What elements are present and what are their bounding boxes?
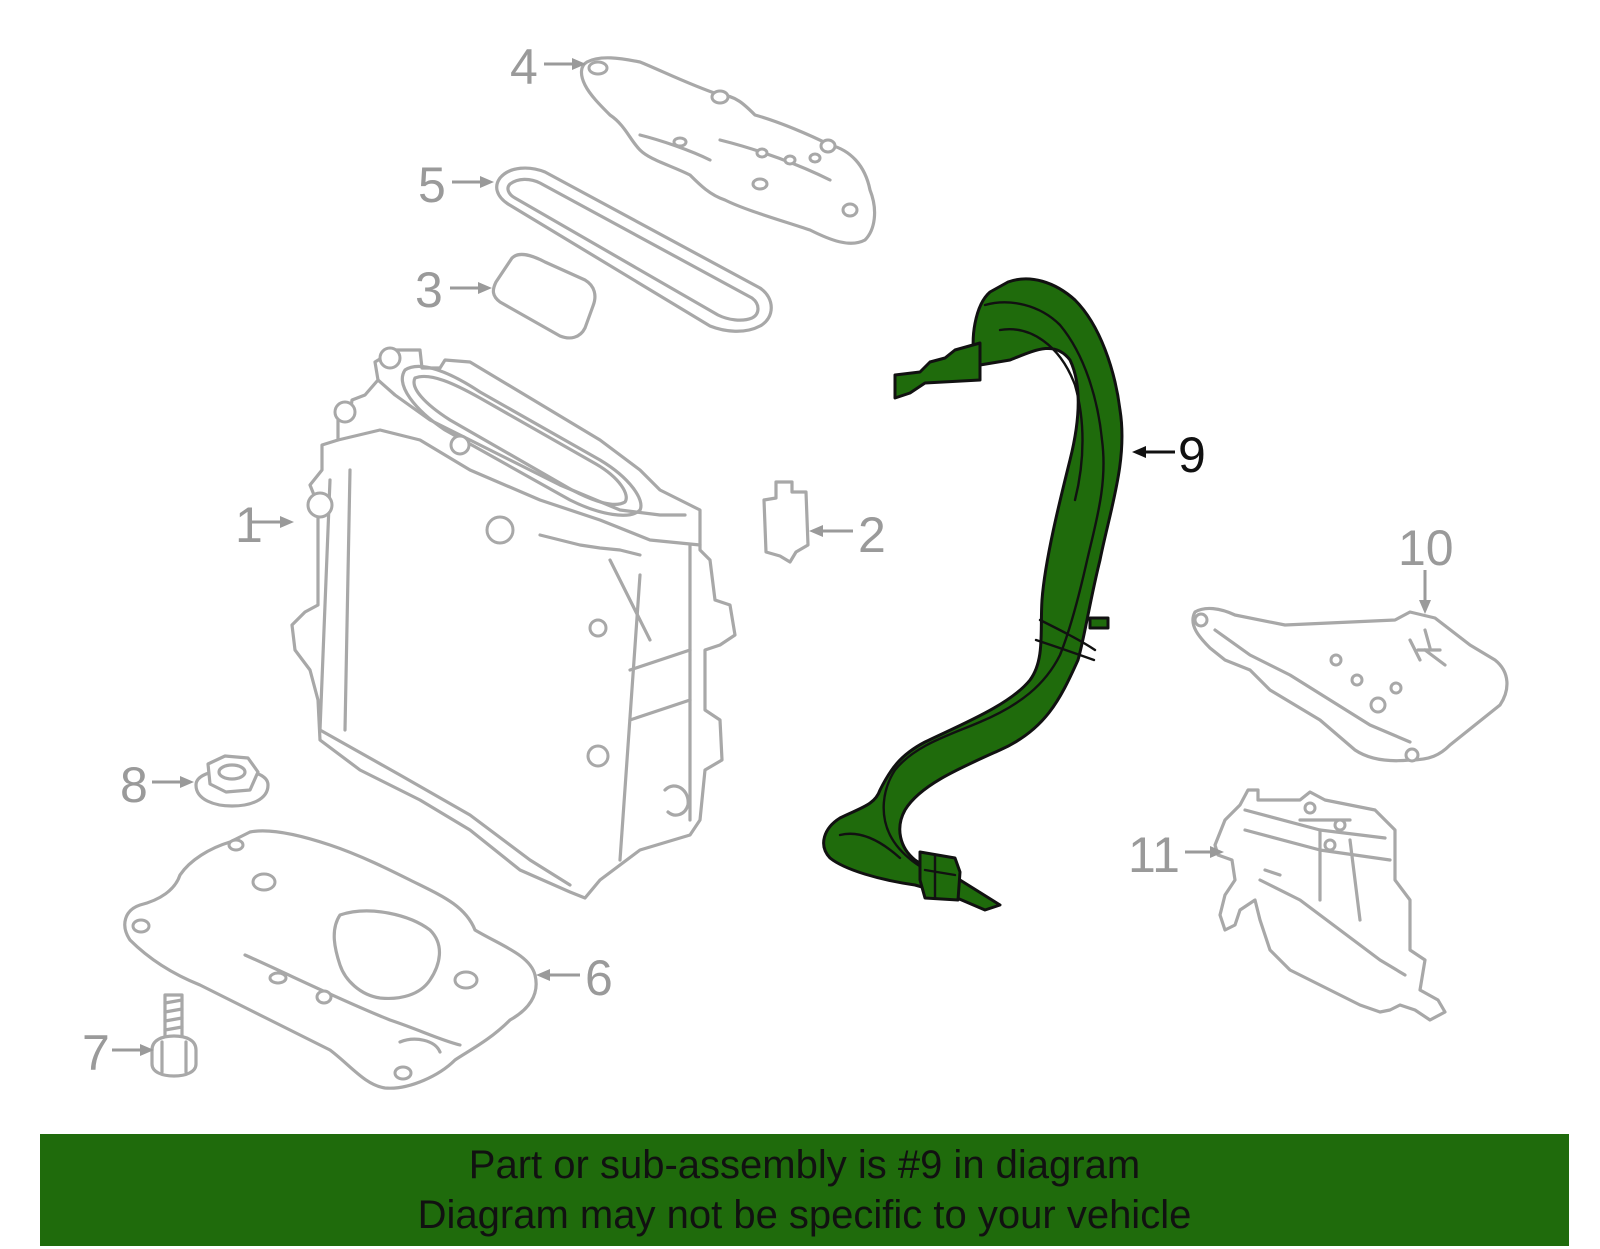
callout-5[interactable]: 5 bbox=[418, 157, 446, 213]
part-8-nut[interactable] bbox=[194, 754, 270, 808]
part-4-upper-cover[interactable] bbox=[579, 56, 877, 245]
part-9-hose[interactable] bbox=[822, 277, 1124, 912]
part-2-bracket[interactable] bbox=[762, 480, 810, 564]
callout-9[interactable]: 9 bbox=[1178, 427, 1206, 483]
part-5-gasket[interactable] bbox=[495, 166, 773, 333]
callout-8[interactable]: 8 bbox=[120, 757, 148, 813]
callout-1[interactable]: 1 bbox=[235, 497, 263, 553]
banner-line-part: Part or sub-assembly is #9 in diagram bbox=[468, 1143, 1141, 1187]
callout-7[interactable]: 7 bbox=[82, 1025, 110, 1081]
part-1-housing[interactable] bbox=[290, 346, 737, 900]
info-banner: Part or sub-assembly is #9 in diagram Di… bbox=[40, 1134, 1569, 1246]
callout-2[interactable]: 2 bbox=[858, 507, 886, 563]
banner-line-disclaimer: Diagram may not be specific to your vehi… bbox=[417, 1193, 1192, 1237]
callout-11[interactable]: 11 bbox=[1128, 827, 1180, 883]
leader-lines bbox=[112, 58, 1431, 1056]
leader-line-9 bbox=[1132, 446, 1175, 458]
callout-10[interactable]: 10 bbox=[1398, 520, 1454, 576]
part-10-bracket-plate[interactable] bbox=[1191, 606, 1509, 763]
callout-6[interactable]: 6 bbox=[585, 950, 613, 1006]
part-7-bolt[interactable] bbox=[150, 993, 198, 1078]
part-6-under-cover[interactable] bbox=[123, 829, 538, 1090]
callout-4[interactable]: 4 bbox=[510, 39, 538, 95]
part-3-seal-pad[interactable] bbox=[491, 252, 597, 340]
part-11-mount[interactable] bbox=[1213, 788, 1447, 1022]
callout-3[interactable]: 3 bbox=[415, 262, 443, 318]
